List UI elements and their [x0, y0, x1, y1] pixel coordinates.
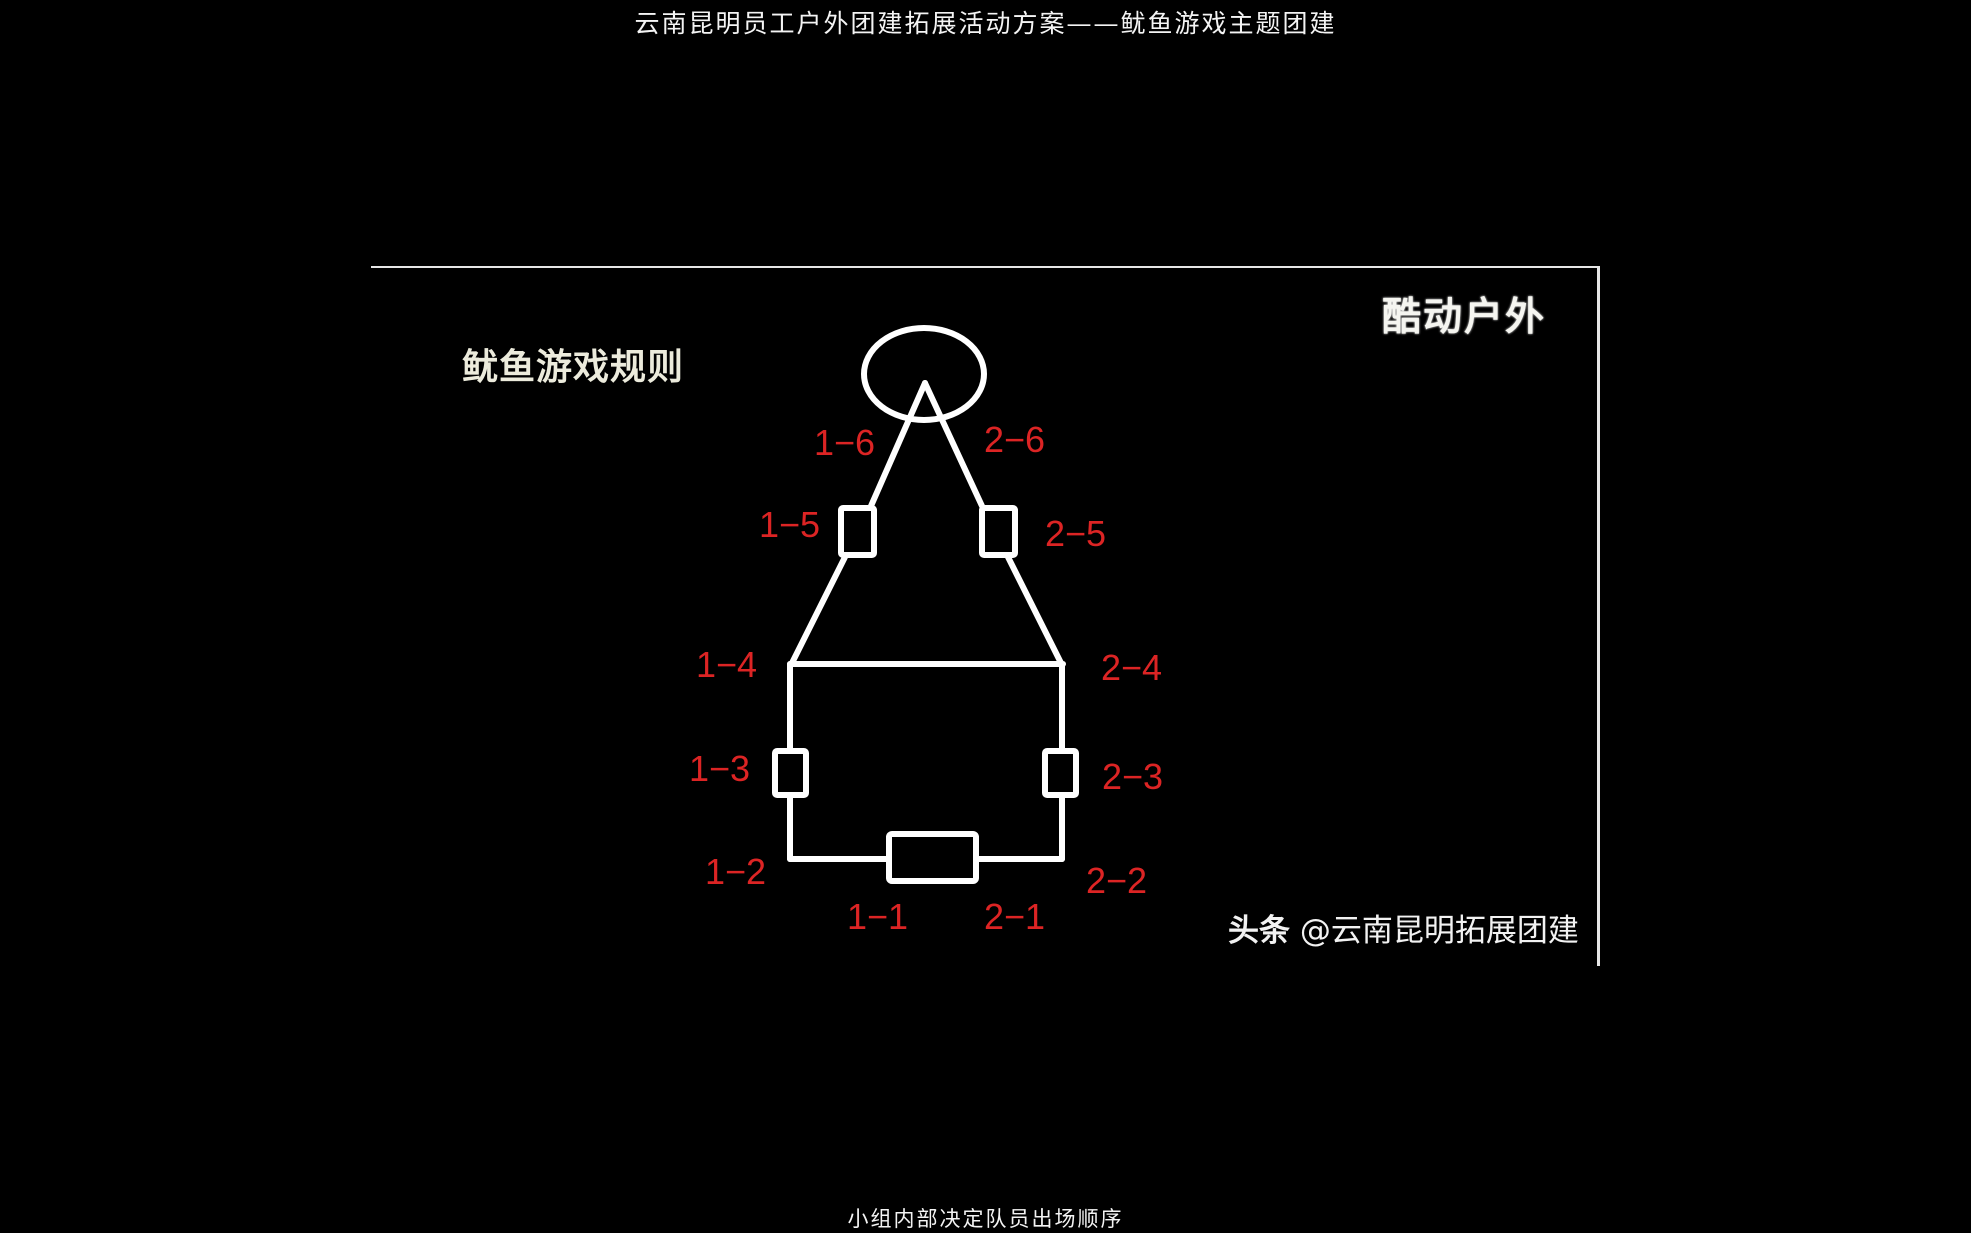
station-box-2-5	[979, 505, 1018, 558]
watermark-platform: 头条	[1228, 913, 1290, 949]
caption-subtitle: 小组内部决定队员出场顺序	[847, 1207, 1124, 1231]
position-label-2-1: 2−1	[984, 896, 1045, 937]
position-label-2-6: 2−6	[984, 419, 1045, 460]
frame-right-border	[1597, 266, 1600, 966]
brand-logo-text: 酷动户外	[1382, 295, 1547, 340]
triangle-left-upper	[868, 380, 928, 509]
position-label-1-4: 1−4	[696, 644, 757, 685]
rules-title: 鱿鱼游戏规则	[462, 347, 685, 388]
station-box-2-3	[1042, 748, 1079, 798]
position-label-2-2: 2−2	[1086, 860, 1147, 901]
position-label-1-5: 1−5	[759, 504, 820, 545]
page-title: 云南昆明员工户外团建拓展活动方案——鱿鱼游戏主题团建	[634, 9, 1337, 38]
watermark-handle: @云南昆明拓展团建	[1299, 913, 1579, 949]
station-box-1-3	[772, 748, 809, 798]
station-box-start	[886, 831, 979, 884]
position-label-1-1: 1−1	[847, 896, 908, 937]
triangle-right-upper	[922, 380, 985, 509]
station-box-1-5	[838, 505, 877, 558]
head-circle	[861, 325, 987, 423]
triangle-right-lower	[1005, 554, 1064, 666]
position-label-1-6: 1−6	[814, 422, 875, 463]
position-label-1-3: 1−3	[689, 748, 750, 789]
position-label-1-2: 1−2	[705, 851, 766, 892]
position-label-2-4: 2−4	[1101, 647, 1162, 688]
position-label-2-5: 2−5	[1045, 513, 1106, 554]
position-label-2-3: 2−3	[1102, 756, 1163, 797]
frame-top-border	[371, 266, 1600, 268]
watermark: 头条 @云南昆明拓展团建	[1228, 905, 1579, 950]
triangle-left-lower	[789, 554, 848, 666]
